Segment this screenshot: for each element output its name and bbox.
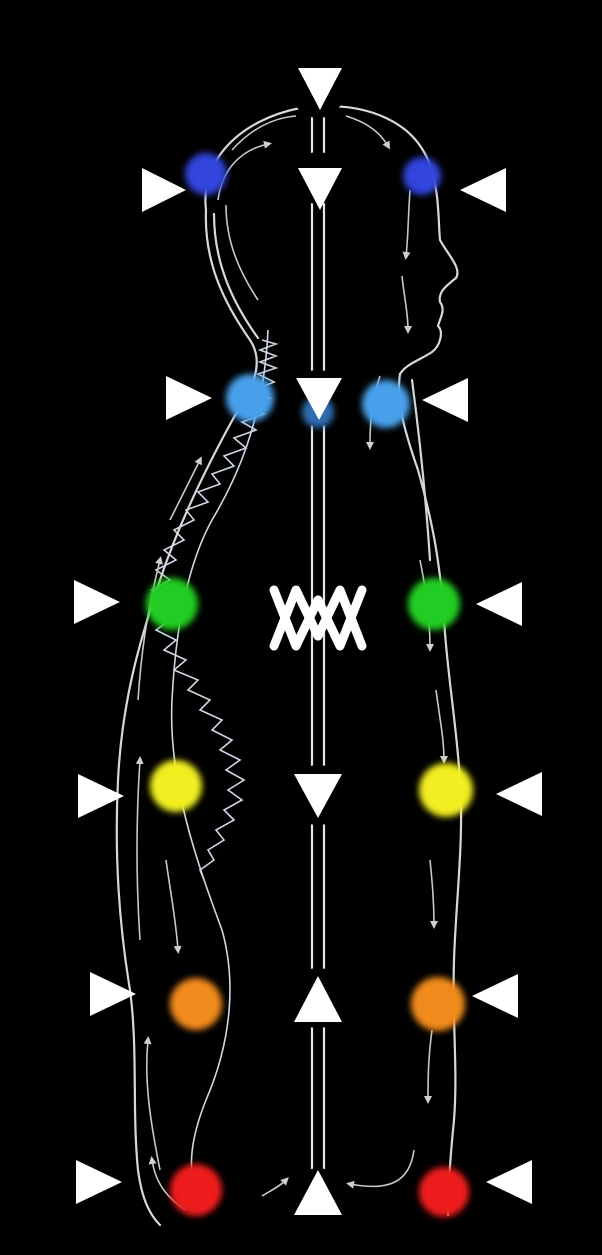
throat-center-front xyxy=(362,380,410,428)
left-marker-heart xyxy=(74,580,120,624)
solar-plexus-center-front xyxy=(419,763,473,817)
right-markers xyxy=(422,168,542,1204)
right-marker-heart xyxy=(476,582,522,626)
crown-center-back xyxy=(185,153,227,195)
flow-face-lower xyxy=(402,276,408,330)
spine xyxy=(152,330,276,1190)
flow-back-upper xyxy=(226,205,258,300)
left-marker-throat xyxy=(166,376,212,420)
flow-front-mid xyxy=(436,690,444,760)
sacral-center-front xyxy=(411,977,465,1031)
crown-center-front xyxy=(403,157,441,195)
root-center-back xyxy=(170,1164,222,1216)
flow-back-mid xyxy=(137,760,140,940)
left-marker-root xyxy=(76,1160,122,1204)
right-marker-sacral xyxy=(472,974,518,1018)
flow-front-belly xyxy=(430,860,434,925)
sacral-center-back xyxy=(170,978,222,1030)
flow-sacral-back xyxy=(166,860,178,950)
heart-center-front xyxy=(408,578,460,630)
right-marker-solar-plexus xyxy=(496,772,542,816)
right-marker-crown xyxy=(460,168,506,212)
flow-back-low xyxy=(147,1040,160,1170)
right-marker-root xyxy=(486,1160,532,1204)
throat-center-back xyxy=(226,374,274,422)
spine-column xyxy=(172,330,268,1190)
heart-center-back xyxy=(146,578,198,630)
solar-plexus-center-back xyxy=(150,760,202,812)
flow-bottom-left xyxy=(262,1180,286,1196)
left-marker-crown xyxy=(142,168,186,212)
heart-symbol-icon xyxy=(274,590,362,646)
flow-face xyxy=(406,190,410,256)
right-marker-throat xyxy=(422,378,468,422)
body-silhouette xyxy=(117,106,461,1225)
flow-head-top-right xyxy=(346,116,388,146)
flow-front-low xyxy=(428,1030,432,1100)
root-center-front xyxy=(419,1167,469,1217)
back-outline xyxy=(117,210,257,1225)
flow-front-bottom xyxy=(350,1150,414,1186)
central-channel xyxy=(312,116,324,1190)
belly-line xyxy=(412,380,430,560)
energy-centers xyxy=(146,153,473,1217)
head-top-outline xyxy=(205,106,457,374)
